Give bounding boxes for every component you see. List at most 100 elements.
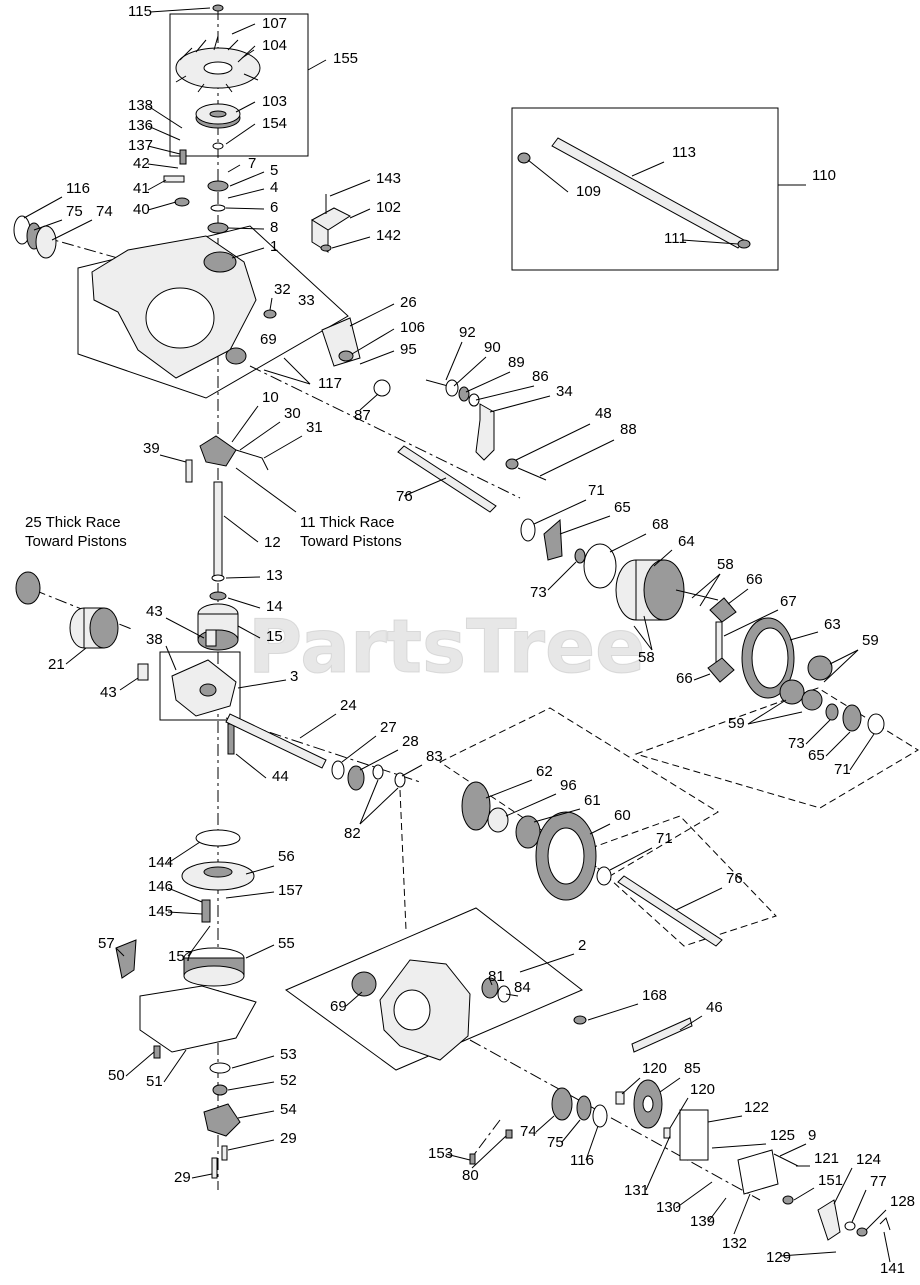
spring-151 [782, 1195, 794, 1205]
callout-label: 33 [298, 292, 315, 309]
callout-label: 8 [270, 219, 278, 236]
callout-label: 76 [396, 488, 413, 505]
callout-label: 95 [400, 341, 417, 358]
callout-label: 21 [48, 656, 65, 673]
bushing-96 [487, 807, 509, 833]
callout-label: 168 [642, 987, 667, 1004]
callout-label: 2 [578, 937, 586, 954]
callout-label: 96 [560, 777, 577, 794]
bolt-50 [153, 1045, 161, 1059]
ring-53 [209, 1062, 231, 1074]
washer-71 [520, 518, 536, 542]
callout-label: 4 [270, 179, 278, 196]
box-shaft-76 [579, 815, 777, 947]
callout-label: 117 [318, 375, 342, 392]
link-line-82 [399, 789, 407, 931]
callout-label: 5 [270, 162, 278, 179]
callout-label: 102 [376, 199, 401, 216]
bolt-29-a [211, 1157, 218, 1179]
box-2 [284, 907, 583, 1071]
spring-46 [631, 1017, 693, 1053]
screw-168 [573, 1015, 587, 1025]
plate-26 [321, 317, 361, 367]
callout-label: 55 [278, 935, 295, 952]
pin-121 [773, 1153, 799, 1167]
callout-label: 81 [488, 968, 505, 985]
snap-ring-116-b [592, 1104, 608, 1128]
arm-124 [817, 1199, 841, 1241]
callout-label: 61 [584, 792, 601, 809]
callout-label: 146 [148, 878, 173, 895]
callout-label: 155 [333, 50, 358, 67]
callout-label: 80 [462, 1167, 479, 1184]
callout-label: 151 [818, 1172, 843, 1189]
center-section-3 [171, 659, 237, 717]
callout-label: 129 [766, 1249, 791, 1266]
washer-73 [574, 548, 586, 564]
race-25 [15, 571, 41, 605]
callout-label: 73 [530, 584, 547, 601]
pinion-66-top [709, 597, 737, 623]
callout-label: 142 [376, 227, 401, 244]
washer-71-c [596, 866, 612, 886]
gear-28 [347, 765, 365, 791]
callout-label: 87 [354, 407, 371, 424]
callout-label: 9 [808, 1127, 816, 1144]
callout-label: 76 [726, 870, 743, 887]
callout-label: 144 [148, 854, 173, 871]
bearing-74-b [551, 1087, 573, 1121]
washer-77 [844, 1221, 856, 1231]
gear-65-b [842, 704, 862, 732]
callout-label: 115 [128, 3, 152, 20]
washer-14 [209, 591, 227, 601]
callout-label: 53 [280, 1046, 297, 1063]
filter-55 [183, 947, 245, 987]
callout-label: 12 [264, 534, 281, 551]
bracket-57 [115, 939, 137, 979]
callout-label: 86 [532, 368, 549, 385]
bearing-5 [207, 180, 229, 192]
valve-145 [201, 899, 211, 923]
fitting-111 [737, 239, 751, 249]
key-120 [615, 1091, 625, 1105]
callout-label: 136 [128, 117, 153, 134]
callout-label: 71 [834, 761, 851, 778]
callout-label: 68 [652, 516, 669, 533]
callout-label: 58 [717, 556, 734, 573]
box-3 [159, 651, 241, 721]
callout-label: 34 [556, 383, 573, 400]
shaft-76-upper [397, 445, 497, 513]
note-11-line2: Toward Pistons [300, 533, 402, 550]
callout-label: 57 [98, 935, 115, 952]
hub-85 [633, 1079, 663, 1129]
callout-label: 52 [280, 1072, 297, 1089]
callout-label: 90 [484, 339, 501, 356]
callout-label: 44 [272, 768, 289, 785]
plug-80 [505, 1129, 513, 1139]
cylinder-block-15 [197, 603, 239, 651]
callout-label: 106 [400, 319, 425, 336]
seal-75-b [576, 1095, 592, 1121]
clip-141 [879, 1217, 891, 1231]
callout-label: 125 [770, 1127, 795, 1144]
plate-56 [181, 861, 255, 891]
ring-13 [211, 574, 225, 582]
callout-label: 64 [678, 533, 695, 550]
note-25-line1: 25 Thick Race [25, 514, 121, 531]
seal-40 [174, 197, 190, 207]
ring-154 [212, 142, 224, 150]
ring-82-b [394, 772, 406, 788]
callout-label: 54 [280, 1101, 297, 1118]
box-differential [634, 687, 919, 809]
bearing-74 [35, 225, 57, 259]
callout-label: 59 [728, 715, 745, 732]
callout-label: 71 [588, 482, 605, 499]
callout-label: 67 [780, 593, 797, 610]
plate-132 [737, 1149, 779, 1195]
callout-label: 74 [520, 1123, 537, 1140]
callout-label: 6 [270, 199, 278, 216]
swashplate-10 [199, 435, 269, 471]
shaft-76-lower [617, 875, 723, 947]
gear-60 [535, 811, 597, 901]
